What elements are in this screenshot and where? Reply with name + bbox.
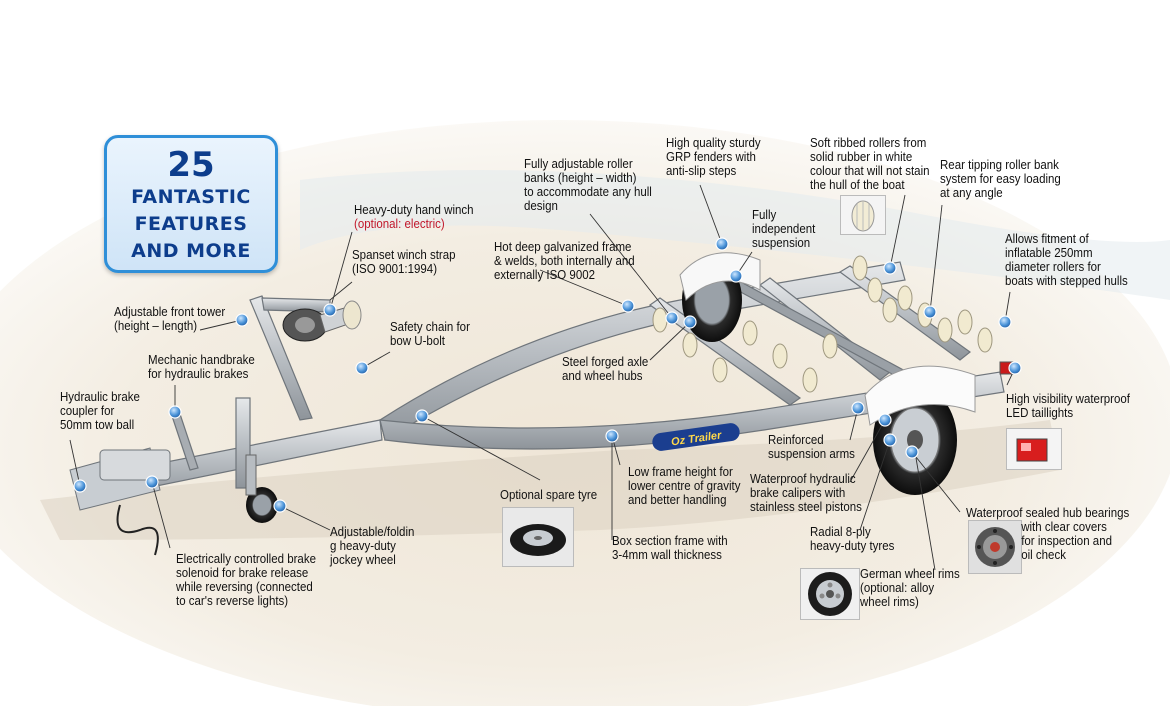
callout-dot: [1008, 361, 1022, 375]
badge-line-2: FEATURES: [134, 213, 248, 235]
taillight-photo: [1006, 428, 1062, 470]
label-hub-bearings: Waterproof sealed hub bearings with clea…: [966, 506, 1130, 562]
shadow: [40, 420, 1060, 540]
label-low-frame: Low frame height for lower centre of gra…: [628, 465, 741, 507]
label-winch-strap: Spanset winch strap (ISO 9001:1994): [352, 248, 456, 276]
label-front-tower: Adjustable front tower (height – length): [114, 305, 226, 333]
callout-dot: [273, 499, 287, 513]
label-jockey: Adjustable/foldin g heavy-duty jockey wh…: [330, 525, 415, 567]
callout-dot: [923, 305, 937, 319]
label-box-section: Box section frame with 3-4mm wall thickn…: [612, 534, 728, 562]
trailer-decal: Oz Trailer: [652, 423, 740, 451]
callout-dot: [605, 429, 619, 443]
left-wheel: [679, 252, 761, 342]
label-fenders: High quality sturdy GRP fenders with ant…: [666, 136, 761, 178]
coupler: [69, 447, 171, 556]
label-soft-rollers: Soft ribbed rollers from solid rubber in…: [810, 136, 930, 192]
label-winch: Heavy-duty hand winch (optional: electri…: [354, 203, 474, 231]
callout-dot: [665, 311, 679, 325]
leader-lines: [69, 184, 1016, 571]
winch: [282, 300, 362, 342]
label-solenoid: Electrically controlled brake solenoid f…: [176, 552, 316, 608]
callout-dot: [73, 479, 87, 493]
callout-dot: [355, 361, 369, 375]
callout-dot: [905, 445, 919, 459]
callout-dot: [323, 303, 337, 317]
soft-roller-photo: [840, 195, 886, 235]
callout-dot: [851, 401, 865, 415]
label-rims: German wheel rims (optional: alloy wheel…: [860, 567, 960, 609]
badge-line-1: FANTASTIC: [131, 186, 251, 208]
label-galvanized: Hot deep galvanized frame & welds, both …: [494, 240, 635, 282]
label-hydraulic-coupler: Hydraulic brake coupler for 50mm tow bal…: [60, 390, 140, 432]
label-roller-banks: Fully adjustable roller banks (height – …: [524, 157, 652, 213]
callout-dot: [415, 409, 429, 423]
label-inflatable: Allows fitment of inflatable 250mm diame…: [1005, 232, 1128, 288]
callout-dot: [878, 413, 892, 427]
right-wheel: [864, 365, 976, 495]
callout-dot: [235, 313, 249, 327]
label-spare: Optional spare tyre: [500, 488, 598, 502]
callout-dot: [998, 315, 1012, 329]
callout-dot: [715, 237, 729, 251]
hub-bearing-photo: [968, 520, 1022, 574]
label-suspension: Fully independent suspension: [752, 208, 816, 250]
callout-dot: [883, 261, 897, 275]
callout-dot: [145, 475, 159, 489]
callout-dot: [168, 405, 182, 419]
label-rear-tipping: Rear tipping roller bank system for easy…: [940, 158, 1061, 200]
sea-wash: [300, 170, 1170, 300]
callout-dots: [73, 237, 1022, 513]
spare-tyre-photo: [502, 507, 574, 567]
callout-dot: [883, 433, 897, 447]
callout-dot: [621, 299, 635, 313]
label-radial: Radial 8-ply heavy-duty tyres: [810, 525, 895, 553]
callout-dot: [729, 269, 743, 283]
badge-line-3: AND MORE: [131, 240, 251, 262]
label-handbrake: Mechanic handbrake for hydraulic brakes: [148, 353, 255, 381]
label-axle: Steel forged axle and wheel hubs: [562, 355, 649, 383]
features-badge: 25 FANTASTIC FEATURES AND MORE: [104, 135, 278, 273]
label-reinforced: Reinforced suspension arms: [768, 433, 855, 461]
wheel-rim-photo: [800, 568, 860, 620]
label-led: High visibility waterproof LED taillight…: [1006, 392, 1130, 420]
jockey-wheel: [245, 454, 278, 523]
rollers: [652, 255, 993, 393]
badge-number: 25: [167, 145, 215, 185]
label-calipers: Waterproof hydraulic brake calipers with…: [750, 472, 862, 514]
label-safety-chain: Safety chain for bow U-bolt: [390, 320, 470, 348]
callout-dot: [683, 315, 697, 329]
